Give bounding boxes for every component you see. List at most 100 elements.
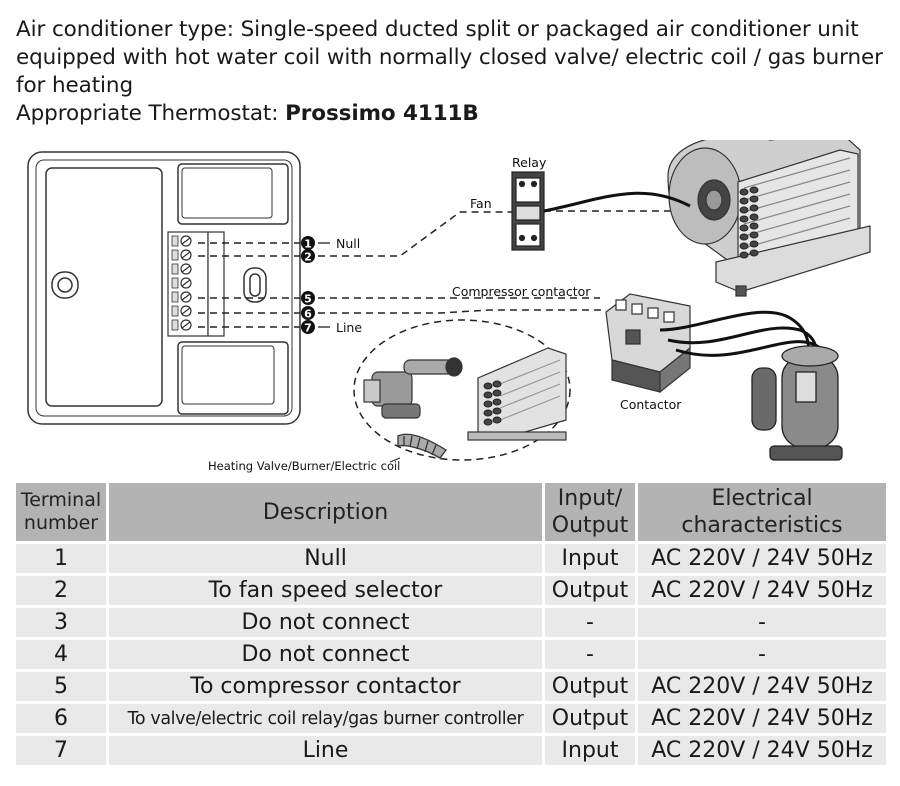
wiring-diagram: 1 2 5 6 7 Null Line Fan Compressor conta…: [27, 140, 871, 473]
terminal-clamp: [171, 277, 179, 289]
fan-label: Fan: [470, 196, 492, 211]
terminal-cell: 7: [16, 736, 109, 765]
terminal-cell: 4: [16, 640, 109, 669]
terminal-screw-slot: [181, 307, 191, 315]
heating-label: Heating Valve/Burner/Electric coil: [208, 459, 400, 473]
terminal-1-number: 1: [304, 238, 312, 251]
coil-tube-end: [483, 400, 493, 408]
terminal-clamp: [171, 235, 179, 247]
coil-tube-end: [749, 249, 759, 257]
type-line-1: Air conditioner type: Single-speed ducte…: [16, 17, 859, 42]
terminal-spec-table: Terminal number Description Input/ Outpu…: [16, 480, 886, 768]
terminal-6-number: 6: [304, 308, 312, 321]
description-cell: To compressor contactor: [109, 672, 545, 701]
relay-label: Relay: [512, 155, 547, 170]
relay-icon: [511, 171, 545, 251]
description-cell: Null: [109, 544, 545, 573]
electrical-cell: AC 220V / 24V 50Hz: [638, 576, 886, 605]
terminal-clamp: [171, 263, 179, 275]
line-label: Line: [336, 320, 362, 335]
terminal-cell: 5: [16, 672, 109, 701]
thermostat-plate: [27, 151, 301, 425]
table-row: 4 Do not connect - -: [16, 640, 886, 669]
coil-tube-end: [492, 389, 502, 397]
io-cell: Output: [545, 672, 638, 701]
terminal-clamp: [171, 291, 179, 303]
terminal-cell: 3: [16, 608, 109, 637]
terminal-clamp: [171, 305, 179, 317]
table-row: 1 Null Input AC 220V / 24V 50Hz: [16, 544, 886, 573]
coil-tube-end: [483, 409, 493, 417]
electrical-cell: -: [638, 608, 886, 637]
coil-tube-end: [739, 251, 749, 259]
air-handler-unit-icon: [667, 140, 871, 297]
thermostat-model: Prossimo 4111B: [285, 101, 479, 126]
routing-wires: [318, 210, 690, 314]
electrical-cell: AC 220V / 24V 50Hz: [638, 736, 886, 765]
type-line-3: for heating: [16, 73, 134, 98]
heating-coil-tubes: [483, 380, 502, 426]
heating-group-outline: [353, 319, 571, 461]
electrical-cell: AC 220V / 24V 50Hz: [638, 544, 886, 573]
compressor-icon: [751, 345, 843, 461]
io-cell: Output: [545, 704, 638, 733]
table-row: 2 To fan speed selector Output AC 220V /…: [16, 576, 886, 605]
description-cell: Do not connect: [109, 640, 545, 669]
terminal-5-number: 5: [304, 293, 312, 306]
io-cell: Input: [545, 736, 638, 765]
description-cell: To fan speed selector: [109, 576, 545, 605]
terminal-screw-slot: [181, 293, 191, 301]
contactor-icon: [605, 293, 691, 394]
header-description: Description: [109, 483, 545, 541]
terminal-cell: 2: [16, 576, 109, 605]
header: Air conditioner type: Single-speed ducte…: [16, 16, 886, 128]
coil-tube-end: [739, 206, 749, 214]
coil-tube-end: [483, 391, 493, 399]
thermostat-prefix: Appropriate Thermostat:: [16, 101, 286, 126]
terminal-screw-slot: [181, 237, 191, 245]
coil-tube-end: [749, 222, 759, 230]
coil-tube-end: [749, 195, 759, 203]
table-row: 6 To valve/electric coil relay/gas burne…: [16, 704, 886, 733]
heating-leader: [389, 457, 401, 463]
coil-tube-end: [483, 382, 493, 390]
coil-tube-end: [739, 233, 749, 241]
coil-tube-end: [749, 213, 759, 221]
terminal-cell: 1: [16, 544, 109, 573]
null-label: Null: [336, 236, 360, 251]
table-row: 3 Do not connect - -: [16, 608, 886, 637]
terminal-block: [167, 231, 225, 337]
terminal-2-number: 2: [304, 251, 312, 264]
description-cell: Do not connect: [109, 608, 545, 637]
terminal-screws: [171, 235, 192, 331]
coil-tube-end: [749, 231, 759, 239]
coil-tube-end: [492, 398, 502, 406]
terminal-screw-slot: [181, 321, 191, 329]
terminal-screw-slot: [181, 279, 191, 287]
electrical-cell: AC 220V / 24V 50Hz: [638, 704, 886, 733]
terminal-7-number: 7: [304, 322, 312, 335]
terminal-wires: [198, 242, 300, 328]
coil-tube-end: [492, 416, 502, 424]
coil-tube-end: [739, 242, 749, 250]
header-input-output: Input/ Output: [545, 483, 638, 541]
coil-tube-end: [483, 418, 493, 426]
coil-tube-end: [749, 186, 759, 194]
terminal-clamp: [171, 319, 179, 331]
header-electrical: Electrical characteristics: [638, 483, 886, 541]
io-cell: -: [545, 608, 638, 637]
coil-tube-end: [739, 188, 749, 196]
coil-tube-end: [492, 407, 502, 415]
coil-tube-end: [739, 224, 749, 232]
thermostat-line: Appropriate Thermostat: Prossimo 4111B: [16, 100, 886, 128]
gas-burner-icon: [363, 357, 463, 419]
electrical-cell: -: [638, 640, 886, 669]
electric-coil-icon: [397, 433, 447, 459]
io-cell: Input: [545, 544, 638, 573]
type-line-2: equipped with hot water coil with normal…: [16, 45, 883, 70]
header-terminal-number: Terminal number: [16, 483, 109, 541]
description-cell: Line: [109, 736, 545, 765]
coil-tubes: [739, 186, 759, 259]
coil-tube-end: [749, 204, 759, 212]
terminal-screw-slot: [181, 265, 191, 273]
